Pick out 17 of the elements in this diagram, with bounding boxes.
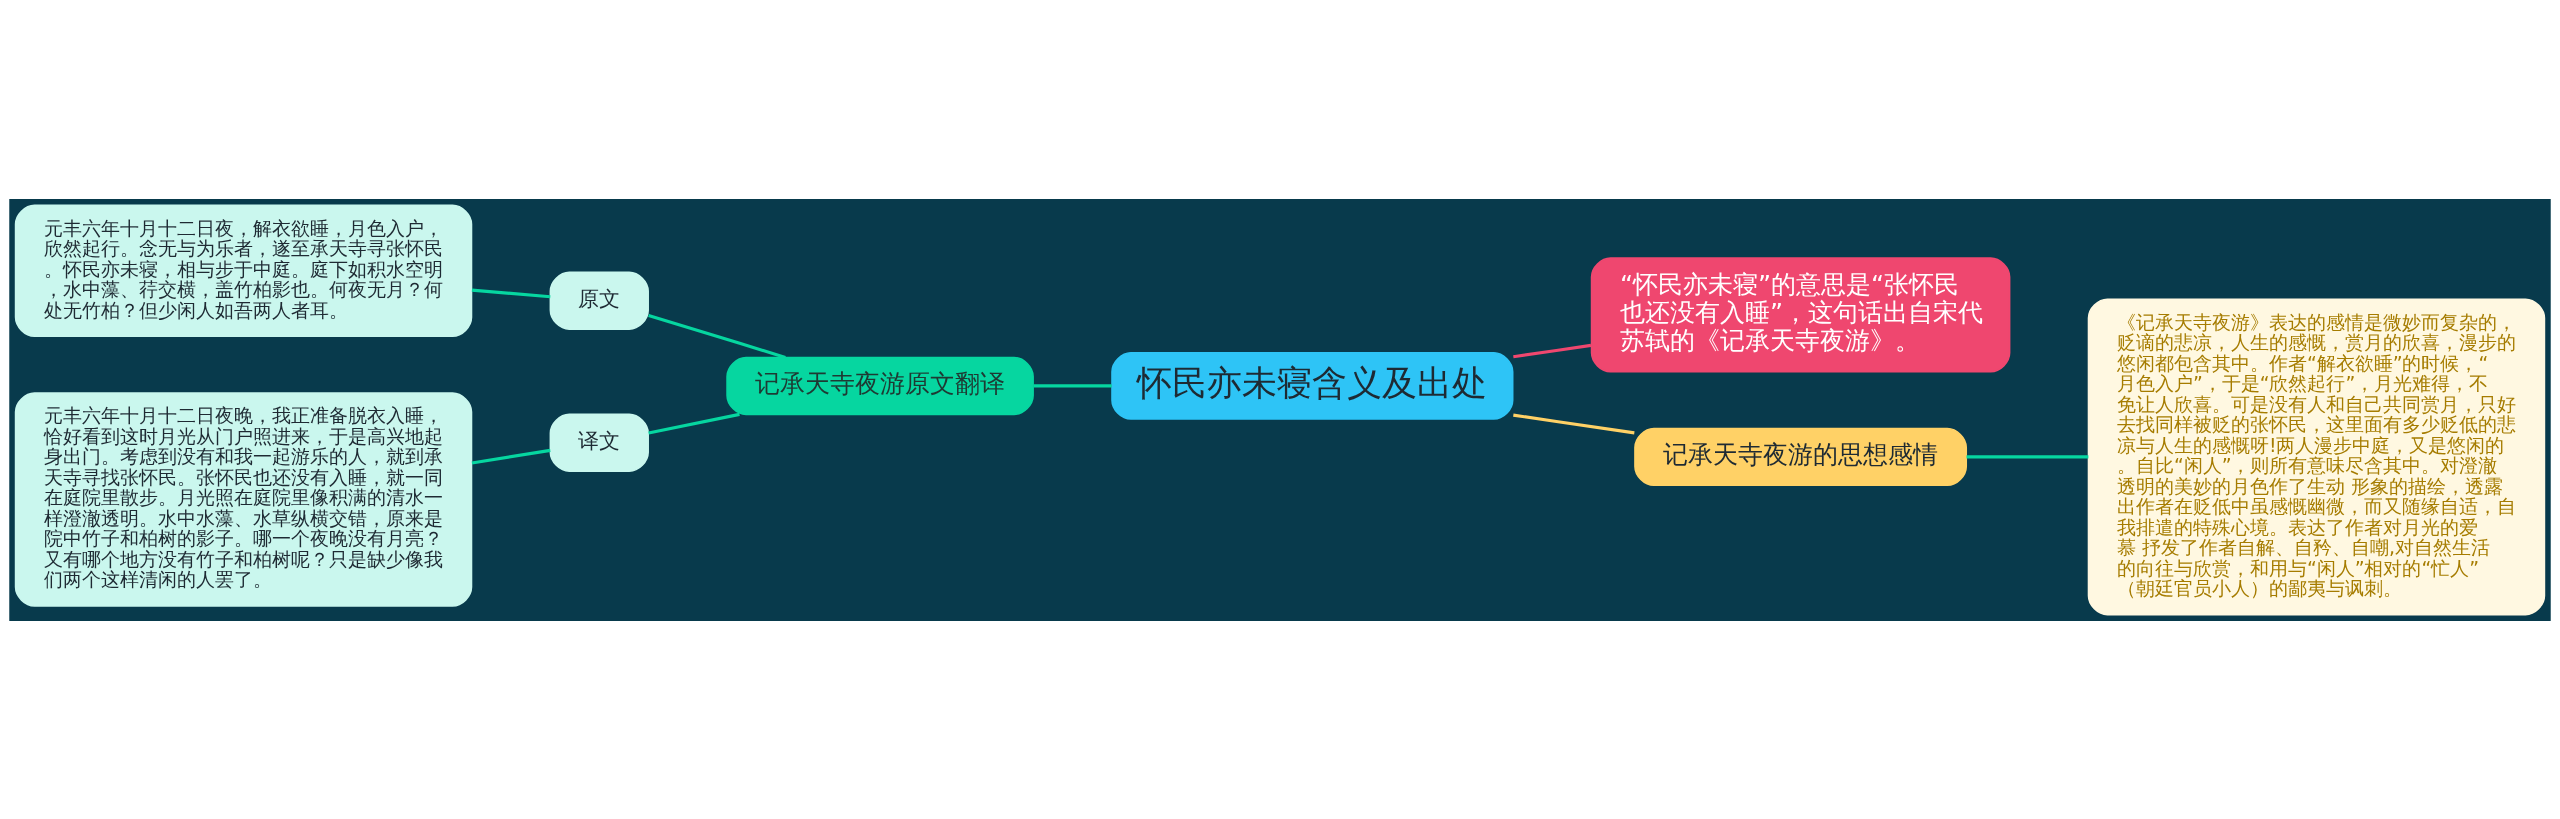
node-box: 元丰六年十月十二日夜，解衣欲睡，月色入户，欣然起行。念无与为乐者，遂至承天寺寻张怀民。怀民亦未寝，相与步于中庭。庭下如积水空明，水中藻、荇交横，盖竹柏影也。何夜无月？何处无竹柏？但少闲人如吾两人者耳。 <box>14 204 473 337</box>
node-box: “怀民亦未寝”的意思是“张怀民也还没有入睡”，这句话出自宋代苏轼的《记承天寺夜游》。 <box>1590 256 2011 373</box>
connector <box>648 313 786 359</box>
node-box: 记承天寺夜游原文翻译 <box>726 356 1034 415</box>
node-box: 译文 <box>549 413 649 472</box>
connector <box>1966 454 2089 458</box>
connector <box>1513 413 1635 434</box>
node-box: 记承天寺夜游的思想感情 <box>1634 427 1968 486</box>
node-box: 《记承天寺夜游》表达的感情是微妙而复杂的，贬谪的悲凉，人生的感慨，赏月的欣喜，漫步的悠闲都包含其中。作者“解衣欲睡”的时候，“月色入户”，于是“欣然起行”，月光难得，不免让人欣喜。可是没有人和自己共同赏月，只好去找同样被贬的张怀民，这里面有多少贬低的悲凉与人生的感慨呀!两人漫步中庭，又是悠闲的。自比“闲人”，则所有意味尽含其中。对澄澈透明的美妙的月色作了生动 形象的描绘，透露出作者在贬低中虽感慨幽微，而又随缘自适，自我排遣的特殊心境。表达了作者对月光的爱慕 抒发了作者自解、自矜、自嘲,对自然生活的向往与欣赏，和用与“闲人”相对的“忙人”（朝廷官员小人）的鄙夷与讽刺。 <box>2087 297 2546 615</box>
node-box: 原文 <box>549 271 649 330</box>
connector <box>471 288 551 298</box>
node-box: 元丰六年十月十二日夜晚，我正准备脱衣入睡，恰好看到这时月光从门户照进来，于是高兴地起身出门。考虑到没有和我一起游乐的人，就到承天寺寻找张怀民。张怀民也还没有入睡，就一同在庭院里散步。月光照在庭院里像积满的清水一样澄澈透明。水中水藻、水草纵横交错，原来是院中竹子和柏树的影子。哪一个夜晚没有月亮？又有哪个地方没有竹子和柏树呢？只是缺少像我们两个这样清闲的人罢了。 <box>14 391 473 607</box>
connector <box>648 412 740 434</box>
connector <box>1033 383 1112 387</box>
connector <box>1513 343 1592 358</box>
connector <box>471 448 551 465</box>
node-box: 怀民亦未寝含义及出处 <box>1111 351 1514 420</box>
